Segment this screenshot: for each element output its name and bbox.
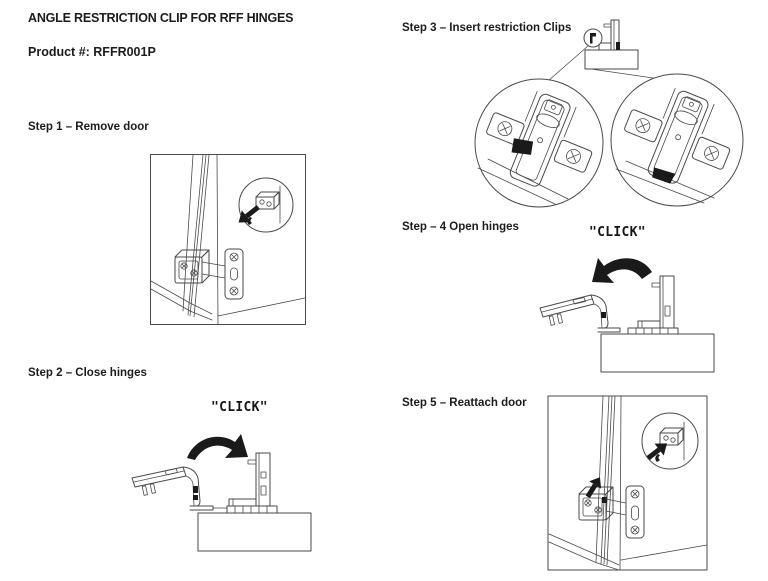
click-sound-label: "CLICK" <box>211 400 268 415</box>
insert-arrow-icon <box>646 443 668 461</box>
hinge-body <box>578 486 627 521</box>
close-rotation-arrow-icon <box>187 434 248 460</box>
clip-label-circle <box>583 28 603 48</box>
clip-reference-callout <box>547 19 654 82</box>
lift-arrow-icon <box>585 477 602 499</box>
step-1-label: Step 1 – Remove door <box>28 121 149 133</box>
product-number: Product #: RFFR001P <box>28 45 156 59</box>
step-2-figure <box>131 434 312 552</box>
step-5-figure <box>547 395 708 571</box>
door-mount-bracket <box>226 452 278 514</box>
door-flap <box>539 294 621 333</box>
door-mount-bracket <box>627 275 679 335</box>
step-4-figure <box>539 258 715 373</box>
mounting-plate <box>625 485 645 539</box>
magnifier-detail-icon <box>641 412 699 470</box>
cabinet-box <box>600 333 715 373</box>
cabinet-frame <box>150 154 306 325</box>
step-5-label: Step 5 – Reattach door <box>402 397 527 409</box>
magnifier-detail-icon <box>238 177 294 233</box>
clip-hook-icon <box>655 454 660 462</box>
step-3-figure <box>474 19 744 208</box>
mini-clip-icon <box>590 33 596 44</box>
page-title: ANGLE RESTRICTION CLIP FOR RFF HINGES <box>28 11 294 25</box>
step-4-label: Step – 4 Open hinges <box>402 221 519 233</box>
restriction-clip-inserted <box>511 138 534 155</box>
restriction-clip-inserted <box>652 167 676 184</box>
step-1-figure <box>150 154 306 325</box>
mounting-plate <box>224 248 244 300</box>
hinge-detail-right <box>610 73 744 207</box>
cabinet-box <box>197 512 312 552</box>
click-sound-label: "CLICK" <box>589 225 646 240</box>
open-rotation-arrow-icon <box>592 258 652 283</box>
step-2-label: Step 2 – Close hinges <box>28 367 147 379</box>
step-3-label: Step 3 – Insert restriction Clips <box>402 22 572 34</box>
hinge-body <box>174 249 226 284</box>
floor-lines <box>150 280 306 321</box>
clip-hook-icon <box>247 217 252 225</box>
hinge-detail-left <box>474 78 604 208</box>
cabinet-frame <box>547 395 708 571</box>
floor-lines <box>548 533 708 571</box>
door-flap <box>131 466 228 511</box>
door-edge-lines <box>182 154 219 325</box>
